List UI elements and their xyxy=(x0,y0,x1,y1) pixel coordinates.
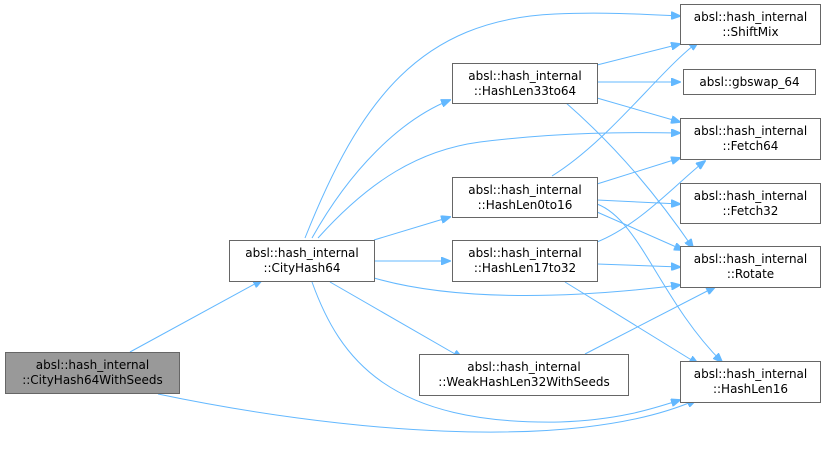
edge-cityhash64withseeds-cityhash64 xyxy=(129,280,262,353)
node-rotate[interactable]: absl::hash_internal ::Rotate xyxy=(680,246,821,288)
node-weakhashlen32withseeds-line2: ::WeakHashLen32WithSeeds xyxy=(438,375,610,389)
node-hashlen33to64-line2: ::HashLen33to64 xyxy=(473,83,577,98)
node-cityhash64withseeds-line2: ::CityHash64WithSeeds xyxy=(22,373,163,387)
node-shiftmix-line1: absl::hash_internal xyxy=(693,9,808,24)
edge-cityhash64-hashlen33to64 xyxy=(311,100,450,239)
node-fetch32-line2: ::Fetch32 xyxy=(722,203,779,218)
node-shiftmix-line2: ::ShiftMix xyxy=(722,24,779,39)
node-hashlen16-line1: absl::hash_internal xyxy=(693,367,808,381)
node-gbswap64[interactable]: absl::gbswap_64 xyxy=(683,69,816,95)
node-hashlen17to32-line1: absl::hash_internal xyxy=(468,246,582,260)
edge-cityhash64-rotate xyxy=(373,277,680,296)
node-hashlen16-line2: ::HashLen16 xyxy=(712,382,789,396)
node-weakhashlen32withseeds[interactable]: absl::hash_internal ::WeakHashLen32WithS… xyxy=(419,354,629,396)
node-cityhash64withseeds-line1: absl::hash_internal xyxy=(35,358,150,372)
node-fetch64-line2: ::Fetch64 xyxy=(722,139,779,153)
node-cityhash64[interactable]: absl::hash_internal ::CityHash64 xyxy=(229,240,375,282)
node-fetch64[interactable]: absl::hash_internal ::Fetch64 xyxy=(680,118,821,160)
node-shiftmix[interactable]: absl::hash_internal ::ShiftMix xyxy=(680,4,821,45)
edge-cityhash64-hashlen16 xyxy=(311,281,680,423)
node-hashlen0to16[interactable]: absl::hash_internal ::HashLen0to16 xyxy=(452,177,598,218)
node-fetch32[interactable]: absl::hash_internal ::Fetch32 xyxy=(680,183,821,224)
edge-hashlen17to32-fetch64 xyxy=(596,161,705,243)
edge-hashlen17to32-rotate xyxy=(596,264,680,267)
node-rotate-line2: ::Rotate xyxy=(726,267,775,281)
node-hashlen33to64[interactable]: absl::hash_internal ::HashLen33to64 xyxy=(452,63,598,104)
edge-hashlen0to16-fetch64 xyxy=(596,158,680,185)
edge-hashlen33to64-fetch64 xyxy=(596,97,680,122)
edge-cityhash64-hashlen0to16 xyxy=(373,217,450,241)
edge-cityhash64-fetch64 xyxy=(317,133,680,239)
node-fetch32-line1: absl::hash_internal xyxy=(693,188,808,203)
node-fetch64-line1: absl::hash_internal xyxy=(693,124,808,138)
node-rotate-line1: absl::hash_internal xyxy=(693,252,808,266)
node-hashlen0to16-line1: absl::hash_internal xyxy=(468,182,582,197)
node-weakhashlen32withseeds-line1: absl::hash_internal xyxy=(467,360,581,374)
node-cityhash64-line2: ::CityHash64 xyxy=(263,261,341,275)
edge-hashlen0to16-rotate xyxy=(596,211,683,250)
edge-weakhashlen32withseeds-rotate xyxy=(584,287,715,355)
node-cityhash64-line1: absl::hash_internal xyxy=(245,246,359,260)
node-gbswap64-line1: absl::gbswap_64 xyxy=(699,74,800,89)
node-hashlen16[interactable]: absl::hash_internal ::HashLen16 xyxy=(680,361,821,403)
edge-cityhash64withseeds-hashlen16 xyxy=(157,393,696,433)
edge-cityhash64-weakhashlen32withseeds xyxy=(329,281,462,358)
node-cityhash64withseeds: absl::hash_internal ::CityHash64WithSeed… xyxy=(5,352,180,394)
node-hashlen17to32[interactable]: absl::hash_internal ::HashLen17to32 xyxy=(452,240,598,282)
node-hashlen33to64-line1: absl::hash_internal xyxy=(468,68,582,83)
edge-hashlen0to16-fetch32 xyxy=(596,199,680,204)
edge-cityhash64-shiftmix xyxy=(304,13,680,239)
edge-hashlen33to64-shiftmix xyxy=(596,44,680,66)
node-hashlen17to32-line2: ::HashLen17to32 xyxy=(473,261,577,275)
edge-hashlen0to16-shiftmix xyxy=(551,42,698,177)
edge-hashlen17to32-hashlen16 xyxy=(564,281,698,364)
node-hashlen0to16-line2: ::HashLen0to16 xyxy=(477,197,573,212)
edge-hashlen33to64-rotate xyxy=(564,101,693,248)
